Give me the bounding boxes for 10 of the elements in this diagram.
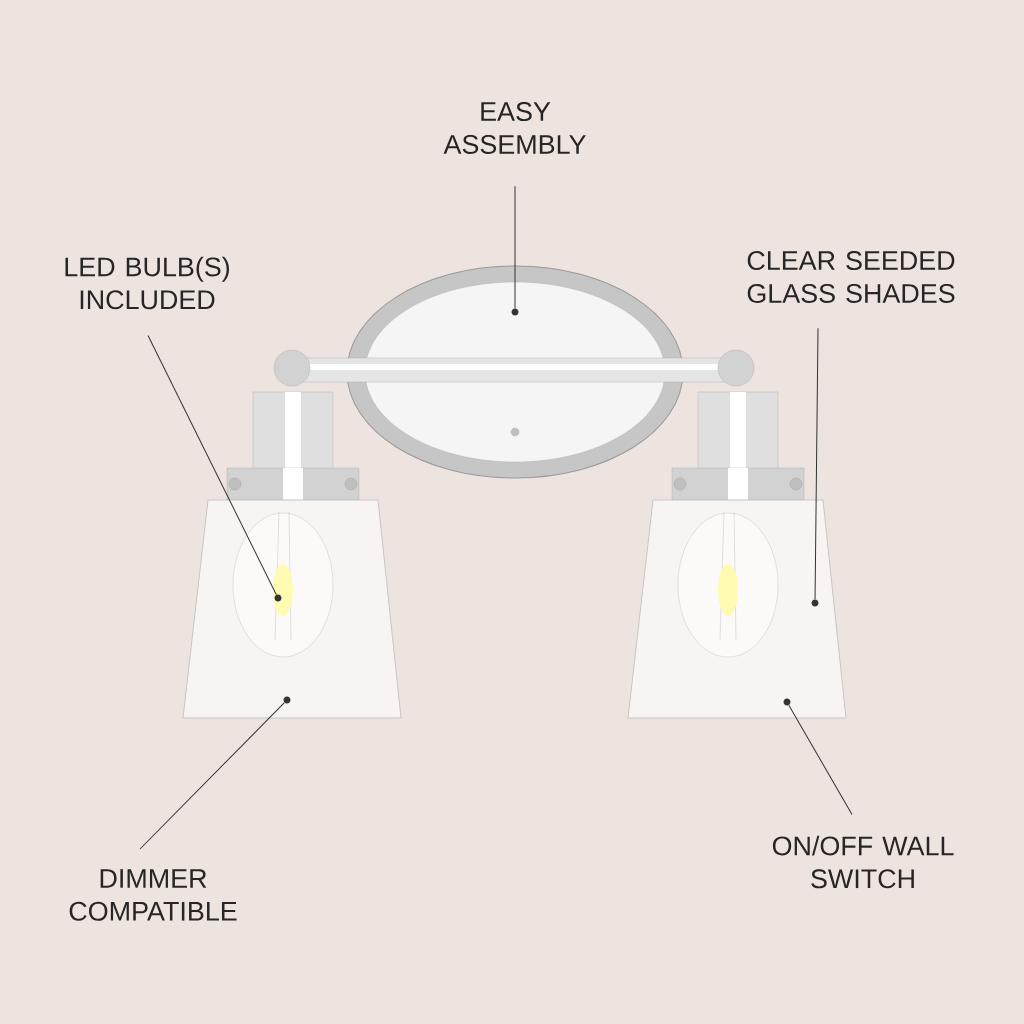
leader-line <box>788 704 853 815</box>
callout-text: LED BULB(S) INCLUDED <box>65 256 229 310</box>
leader-line <box>139 702 285 850</box>
callout-text: CLEAR SEEDED GLASS SHADES <box>747 251 955 303</box>
leader-line <box>514 185 516 309</box>
leader-line <box>147 335 277 596</box>
callout-text: DIMMER COMPATIBLE <box>69 869 237 921</box>
callout-text: ON/OFF WALL SWITCH <box>772 835 954 889</box>
callout-text: EASY ASSEMBLY <box>443 102 586 154</box>
leader-line <box>814 327 819 600</box>
